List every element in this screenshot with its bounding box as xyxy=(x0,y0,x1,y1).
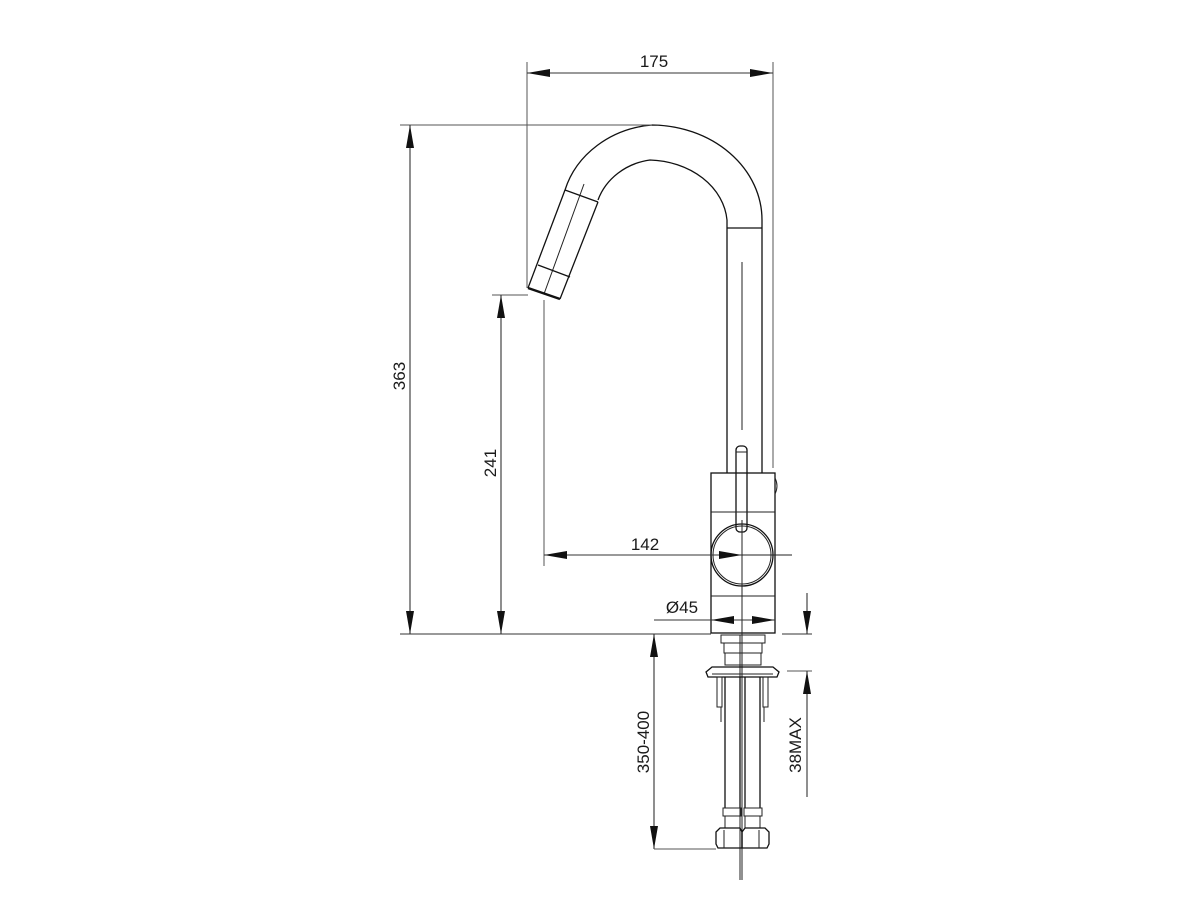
dimension-label-363: 363 xyxy=(390,362,409,390)
lever-handle xyxy=(735,445,748,533)
flange-washer xyxy=(705,666,780,678)
dimension-label-241: 241 xyxy=(481,449,500,477)
dimension-body-diameter: Ø45 xyxy=(654,598,775,624)
mounting-hardware xyxy=(705,634,780,880)
tap-body xyxy=(527,124,792,880)
dimension-label-350-400: 350-400 xyxy=(634,711,653,773)
dimension-hose-length: 350-400 xyxy=(634,634,716,850)
dimension-overall-height: 363 xyxy=(390,124,652,634)
dimension-label-diameter-45: Ø45 xyxy=(666,598,698,617)
dimension-outlet-to-centre: 142 xyxy=(543,300,742,566)
spout-outlet-nozzle xyxy=(527,183,599,301)
dimension-label-142: 142 xyxy=(631,535,659,554)
spout-outer-curve xyxy=(564,124,763,228)
dimension-bench-thickness: 38MAX xyxy=(786,670,812,797)
dimension-label-175: 175 xyxy=(640,52,668,71)
hex-nut-left xyxy=(715,827,743,849)
dimension-label-38max: 38MAX xyxy=(786,717,805,773)
spout-inner-curve xyxy=(597,159,728,228)
hex-nut-right xyxy=(741,827,770,849)
dimension-outlet-height: 241 xyxy=(481,294,528,634)
dimension-spout-reach: 175 xyxy=(526,52,774,468)
